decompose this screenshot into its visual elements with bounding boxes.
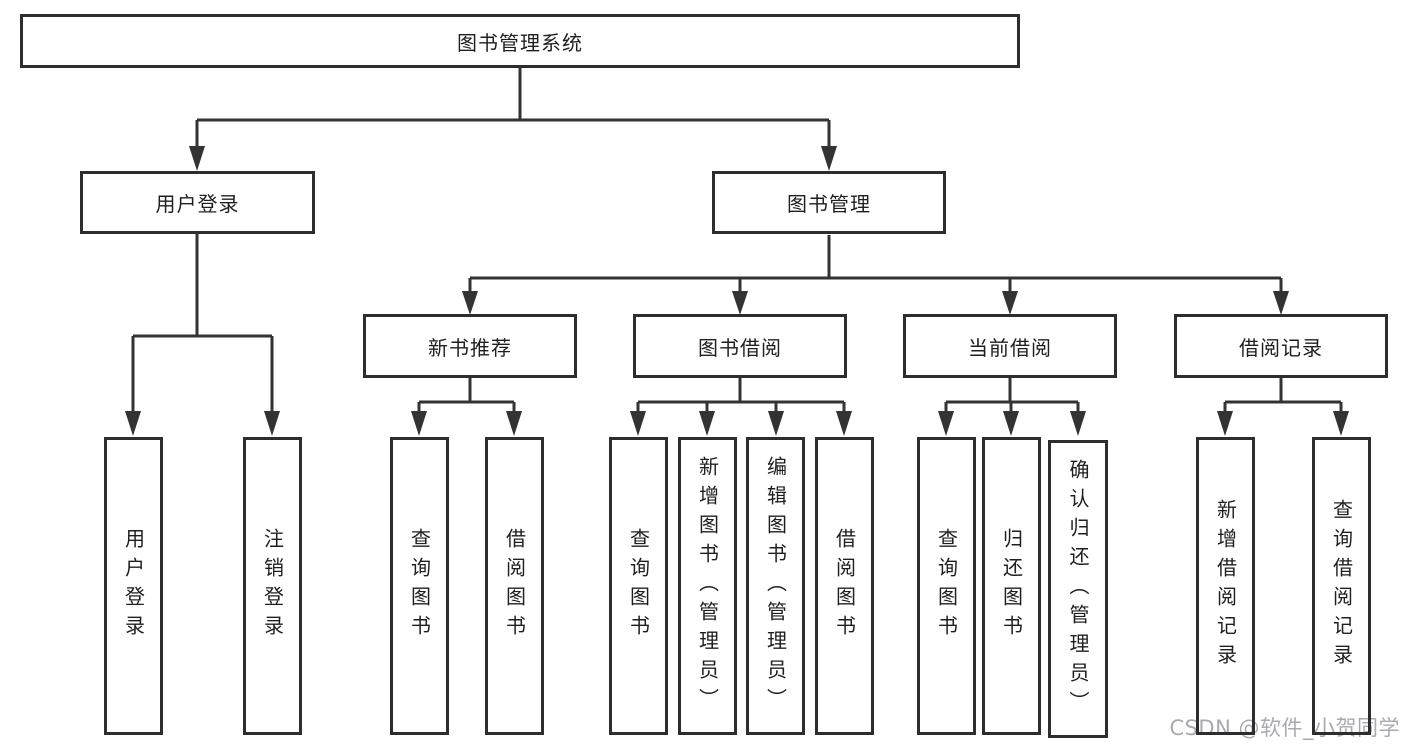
node-leaf-confirm-return-admin: 确认归还（管理员） [1048, 440, 1108, 738]
node-label: 图书借阅 [698, 335, 782, 360]
node-label: 查询图书 [407, 528, 432, 644]
node-label: 确认归还（管理员） [1066, 458, 1090, 720]
node-new-book-recommend: 新书推荐 [363, 314, 577, 378]
node-label: 当前借阅 [968, 335, 1052, 360]
node-label: 编辑图书（管理员） [763, 455, 788, 717]
node-label: 新增借阅记录 [1213, 499, 1238, 673]
node-label: 图书管理系统 [457, 30, 583, 55]
node-label: 新书推荐 [428, 335, 512, 360]
node-library-management-system: 图书管理系统 [20, 14, 1020, 68]
node-current-borrow: 当前借阅 [903, 314, 1117, 378]
node-leaf-borrow-book-1: 借阅图书 [485, 437, 544, 735]
node-leaf-return-book: 归还图书 [982, 437, 1041, 735]
node-label: 借阅图书 [832, 528, 857, 644]
node-label: 查询图书 [626, 528, 651, 644]
node-leaf-edit-book-admin: 编辑图书（管理员） [746, 437, 805, 735]
node-leaf-logout: 注销登录 [243, 437, 302, 735]
node-leaf-query-book-3: 查询图书 [917, 437, 976, 735]
node-leaf-borrow-book-2: 借阅图书 [815, 437, 874, 735]
node-label: 归还图书 [999, 528, 1024, 644]
node-leaf-query-book-1: 查询图书 [390, 437, 449, 735]
node-label: 图书管理 [787, 192, 871, 216]
node-label: 借阅记录 [1239, 335, 1323, 360]
node-label: 注销登录 [260, 528, 285, 644]
node-label: 查询借阅记录 [1329, 499, 1354, 673]
node-book-borrow: 图书借阅 [633, 314, 847, 378]
node-label: 用户登录 [121, 528, 146, 644]
node-leaf-query-book-2: 查询图书 [609, 437, 668, 735]
node-label: 新增图书（管理员） [695, 455, 720, 717]
node-leaf-add-book-admin: 新增图书（管理员） [678, 437, 737, 735]
node-user-login: 用户登录 [80, 171, 315, 234]
node-borrow-records: 借阅记录 [1174, 314, 1388, 378]
node-book-management: 图书管理 [712, 171, 946, 234]
node-leaf-query-borrow-record: 查询借阅记录 [1312, 437, 1371, 735]
node-label: 借阅图书 [502, 528, 527, 644]
node-leaf-add-borrow-record: 新增借阅记录 [1196, 437, 1255, 735]
csdn-watermark: CSDN @软件_小贺同学 [1169, 716, 1400, 740]
node-leaf-user-login: 用户登录 [104, 437, 163, 735]
node-label: 用户登录 [155, 192, 240, 216]
node-label: 查询图书 [934, 528, 959, 644]
